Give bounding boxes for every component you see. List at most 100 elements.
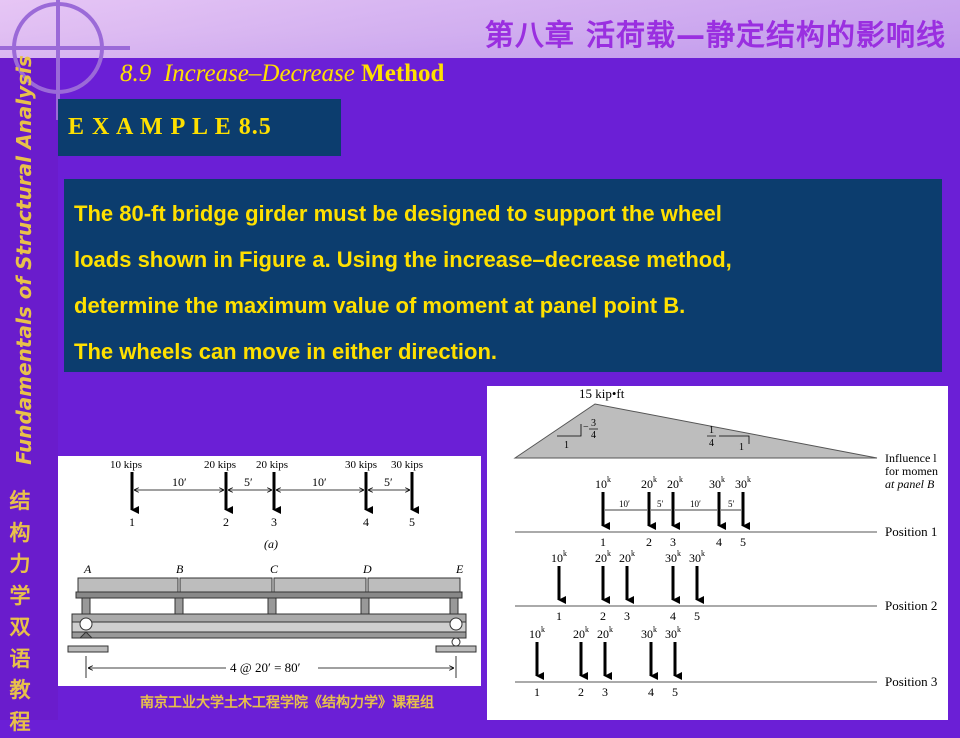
svg-text:k: k bbox=[541, 625, 545, 634]
svg-text:k: k bbox=[607, 475, 611, 484]
influence-line bbox=[513, 403, 878, 459]
svg-text:30: 30 bbox=[665, 627, 677, 641]
svg-text:4: 4 bbox=[591, 430, 596, 441]
vertical-cn-title: 结构 力学 双语 教程 bbox=[9, 489, 31, 734]
svg-text:k: k bbox=[721, 475, 725, 484]
influence-line-label: at panel B bbox=[885, 477, 935, 491]
panel-label: D bbox=[362, 562, 372, 576]
svg-text:k: k bbox=[653, 625, 657, 634]
svg-text:20: 20 bbox=[573, 627, 585, 641]
problem-line: The 80-ft bridge girder must be designed… bbox=[74, 201, 722, 226]
load-arrows bbox=[130, 472, 419, 514]
svg-text:k: k bbox=[607, 549, 611, 558]
svg-text:4: 4 bbox=[670, 609, 676, 623]
svg-text:k: k bbox=[585, 625, 589, 634]
svg-text:1: 1 bbox=[564, 440, 569, 451]
svg-text:20: 20 bbox=[619, 551, 631, 565]
svg-text:10′: 10′ bbox=[690, 499, 701, 509]
influence-line-label: for momen bbox=[885, 464, 938, 478]
svg-text:k: k bbox=[679, 475, 683, 484]
svg-text:3: 3 bbox=[602, 685, 608, 699]
figure-b: 15 kip•ft 1 − 3 4 1 4 1 Influence l for … bbox=[487, 386, 948, 720]
girder-drawing bbox=[67, 577, 477, 653]
load-label: 20 kips bbox=[204, 459, 236, 471]
svg-text:5′: 5′ bbox=[728, 499, 735, 509]
svg-text:20: 20 bbox=[641, 477, 653, 491]
svg-text:20: 20 bbox=[597, 627, 609, 641]
chapter-title: 第八章 活荷载—静定结构的影响线 bbox=[484, 18, 946, 52]
svg-text:30: 30 bbox=[735, 477, 747, 491]
svg-text:k: k bbox=[747, 475, 751, 484]
svg-text:4: 4 bbox=[716, 535, 722, 549]
svg-text:1: 1 bbox=[556, 609, 562, 623]
load-label: 20 kips bbox=[256, 459, 288, 471]
span-label: 4 @ 20′ = 80′ bbox=[230, 660, 301, 675]
section-title: 8.9 Increase–Decrease Method bbox=[120, 60, 444, 88]
figure-caption: (a) bbox=[264, 537, 278, 551]
load-label: 30 kips bbox=[391, 459, 423, 471]
spacing-label: 5′ bbox=[384, 475, 393, 489]
problem-line: loads shown in Figure a. Using the incre… bbox=[74, 247, 732, 272]
svg-text:1: 1 bbox=[534, 685, 540, 699]
svg-text:20: 20 bbox=[667, 477, 679, 491]
svg-text:k: k bbox=[701, 549, 705, 558]
svg-text:k: k bbox=[563, 549, 567, 558]
svg-text:4: 4 bbox=[648, 685, 654, 699]
wheel-number: 1 bbox=[129, 515, 135, 529]
figure-a: 10 kips 20 kips 20 kips 30 kips 30 kips … bbox=[58, 456, 481, 686]
svg-text:30: 30 bbox=[709, 477, 721, 491]
svg-text:5: 5 bbox=[672, 685, 678, 699]
svg-text:k: k bbox=[609, 625, 613, 634]
svg-text:1: 1 bbox=[739, 442, 744, 453]
svg-text:5: 5 bbox=[740, 535, 746, 549]
svg-text:2: 2 bbox=[578, 685, 584, 699]
svg-text:4: 4 bbox=[709, 438, 714, 449]
load-label: 10 kips bbox=[110, 459, 142, 471]
svg-text:10: 10 bbox=[551, 551, 563, 565]
svg-text:3: 3 bbox=[670, 535, 676, 549]
wheel-number: 2 bbox=[223, 515, 229, 529]
section-italic: Increase–Decrease bbox=[163, 60, 355, 87]
problem-statement: The 80-ft bridge girder must be designed… bbox=[64, 179, 942, 372]
wheel-number: 3 bbox=[271, 515, 277, 529]
influence-peak-label: 15 kip•ft bbox=[579, 386, 625, 401]
svg-text:k: k bbox=[677, 549, 681, 558]
panel-label: E bbox=[455, 562, 464, 576]
footer-text: 南京工业大学土木工程学院《结构力学》课程组 bbox=[140, 695, 434, 711]
svg-text:30: 30 bbox=[689, 551, 701, 565]
svg-text:3: 3 bbox=[624, 609, 630, 623]
svg-text:2: 2 bbox=[600, 609, 606, 623]
vertical-book-title: Fundamentals of Structural Analysis bbox=[12, 55, 36, 465]
svg-text:1: 1 bbox=[600, 535, 606, 549]
svg-text:10: 10 bbox=[529, 627, 541, 641]
svg-text:k: k bbox=[677, 625, 681, 634]
svg-text:3: 3 bbox=[591, 418, 596, 429]
spacing-label: 10′ bbox=[172, 475, 187, 489]
influence-line-label: Influence l bbox=[885, 451, 937, 465]
svg-text:k: k bbox=[631, 549, 635, 558]
wheel-number: 5 bbox=[409, 515, 415, 529]
position-label: Position 3 bbox=[885, 674, 937, 689]
header-bar bbox=[0, 0, 960, 58]
spacing-label: 5′ bbox=[244, 475, 253, 489]
svg-text:5′: 5′ bbox=[657, 499, 664, 509]
svg-text:−: − bbox=[583, 422, 589, 433]
svg-text:5: 5 bbox=[694, 609, 700, 623]
section-number: 8.9 bbox=[120, 60, 152, 87]
problem-line: The wheels can move in either direction. bbox=[74, 339, 498, 364]
position-label: Position 1 bbox=[885, 524, 937, 539]
problem-line: determine the maximum value of moment at… bbox=[74, 293, 686, 318]
load-label: 30 kips bbox=[345, 459, 377, 471]
svg-text:10′: 10′ bbox=[619, 499, 630, 509]
svg-text:10: 10 bbox=[595, 477, 607, 491]
position-label: Position 2 bbox=[885, 598, 937, 613]
wheel-number: 4 bbox=[363, 515, 369, 529]
svg-text:1: 1 bbox=[709, 425, 714, 436]
section-method: Method bbox=[361, 60, 445, 87]
example-label: E X A M P L E 8.5 bbox=[58, 99, 341, 156]
svg-text:20: 20 bbox=[595, 551, 607, 565]
svg-text:k: k bbox=[653, 475, 657, 484]
